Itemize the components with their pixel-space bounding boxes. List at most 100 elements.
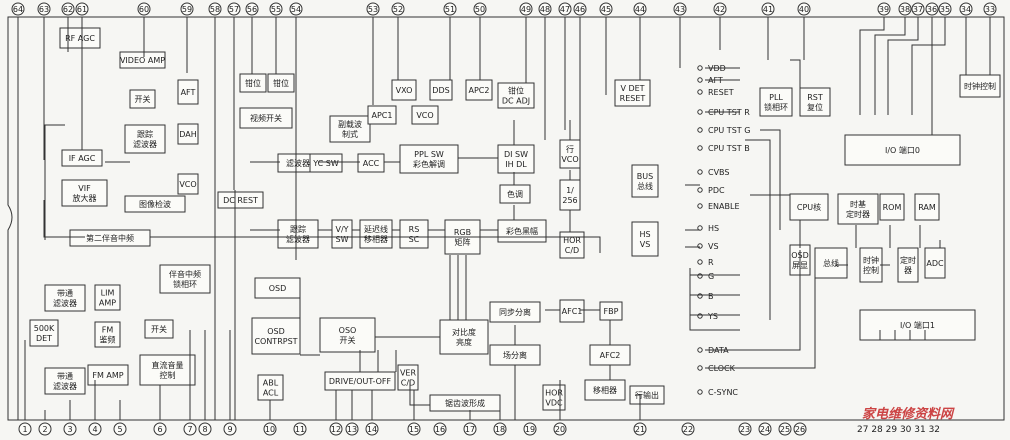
video-amp: VIDEO AMP <box>119 51 166 69</box>
bandpass-a-label: 带通 <box>57 288 73 298</box>
pin-top-label: 40 <box>799 5 809 14</box>
pin-top-label: 47 <box>560 5 570 14</box>
pin-bottom-1 <box>18 422 32 436</box>
signal-node-r <box>697 259 703 265</box>
vy-sw-label-2: SW <box>336 235 349 244</box>
field-separator-label: 场分离 <box>503 350 527 360</box>
pll-block-label-2: 锁相环 <box>764 102 788 112</box>
pin-top-label: 58 <box>210 5 220 14</box>
clamp-a-label: 钳位 <box>245 78 261 88</box>
filter-a-label: 滤波器 <box>286 158 310 168</box>
hue-block: 色调 <box>499 184 531 204</box>
rom-block: ROM <box>879 193 905 221</box>
pll-block-label: PLL <box>769 93 783 102</box>
signal-node-cpu_tst_b <box>697 145 703 151</box>
pin-top-54 <box>289 2 303 16</box>
afc1: AFC1 <box>559 299 585 323</box>
dds: DDS <box>429 79 453 101</box>
pin-top-53 <box>366 2 380 16</box>
pin-bottom-label: 14 <box>367 425 377 434</box>
vy-sw-label: V/Y <box>335 225 348 234</box>
bandpass-b-label-2: 滤波器 <box>53 381 77 391</box>
sync-separator-label: 同步分离 <box>499 307 531 317</box>
divider-256: 1/256 <box>559 179 581 211</box>
signal-node-clock <box>697 365 703 371</box>
filter-a: 滤波器 <box>277 153 319 173</box>
fm-amp: FM AMP <box>87 364 129 386</box>
signal-node-vdd <box>697 65 703 71</box>
pin-top-46 <box>573 2 587 16</box>
pin-bottom-label: 19 <box>525 425 535 434</box>
pin-bottom-15 <box>407 422 421 436</box>
pin-bottom-label: 16 <box>435 425 445 434</box>
det-500k-label: 500K <box>34 324 55 333</box>
adc-block: ADC <box>924 247 946 279</box>
signal-ys: YS <box>707 312 718 321</box>
pin-bottom-2 <box>38 422 52 436</box>
clock-ctrl-block-label: 时钟 <box>863 255 879 265</box>
apc2-label: APC2 <box>469 86 490 95</box>
pin-top-label: 46 <box>575 5 585 14</box>
clock-ctrl-block: 时钟控制 <box>859 247 883 283</box>
pin-bottom-label: 15 <box>409 425 419 434</box>
fm-amp-label: FM AMP <box>92 371 123 380</box>
ram-block: RAM <box>914 193 940 221</box>
clamp-dc-label-2: DC ADJ <box>502 97 530 106</box>
di-sw-label: DI SW <box>504 150 528 159</box>
pin-bottom-10 <box>263 422 277 436</box>
rs-sc-label-2: SC <box>409 235 420 244</box>
h-vco-label-2: VCO <box>561 155 578 164</box>
signal-node-cpu_tst_r <box>697 109 703 115</box>
rst-block-label-2: 复位 <box>807 102 823 112</box>
pin-top-52 <box>391 2 405 16</box>
pin-top-label: 44 <box>635 5 645 14</box>
pin-bottom-18 <box>493 422 507 436</box>
bandpass-a-label-2: 滤波器 <box>53 298 77 308</box>
pin-bottom-label: 9 <box>227 425 232 434</box>
color-diff: 彩色黑幅 <box>497 219 547 243</box>
pin-top-label: 51 <box>445 5 455 14</box>
pin-bottom-label: 20 <box>555 425 565 434</box>
pin-top-label: 59 <box>182 5 192 14</box>
drive-out-label: DRIVE/OUT-OFF <box>329 377 392 386</box>
pin-top-39 <box>877 2 891 16</box>
clamp-b-label: 钳位 <box>273 78 289 88</box>
vif-amplifier-label: VIF <box>78 184 91 193</box>
pin-top-label: 63 <box>39 5 49 14</box>
signal-r: R <box>708 258 714 267</box>
pin-top-56 <box>245 2 259 16</box>
pin-bottom-12 <box>329 422 343 436</box>
track-filter-b-label: 跟踪 <box>290 224 306 234</box>
pin-bottom-8 <box>198 422 212 436</box>
adc-block-label: ADC <box>926 259 944 268</box>
rgb-matrix-label: RGB <box>454 228 471 237</box>
sync-separator: 同步分离 <box>489 301 541 323</box>
signal-node-b <box>697 293 703 299</box>
pin-bottom-label: 24 <box>760 425 770 434</box>
pin-bottom-20 <box>553 422 567 436</box>
divider-256-label-2: 256 <box>562 196 577 205</box>
osd-block: OSD <box>254 277 301 299</box>
pin-bottom-label: 5 <box>117 425 122 434</box>
vdet-reset-label: V DET <box>620 84 644 93</box>
vco-block-b-label: VCO <box>416 111 433 120</box>
pin-top-42 <box>713 2 727 16</box>
abl-acl-label-2: ACL <box>263 389 279 398</box>
pin-top-57 <box>227 2 241 16</box>
pins-bottom-right: 27 28 29 30 31 32 <box>857 425 940 435</box>
clamp-a: 钳位 <box>239 73 267 93</box>
timer-block-label-2: 器 <box>904 266 912 275</box>
pin-bottom-16 <box>433 422 447 436</box>
bus-block-label: BUS <box>637 172 653 181</box>
signal-cpu_tst_g: CPU TST G <box>708 126 750 135</box>
